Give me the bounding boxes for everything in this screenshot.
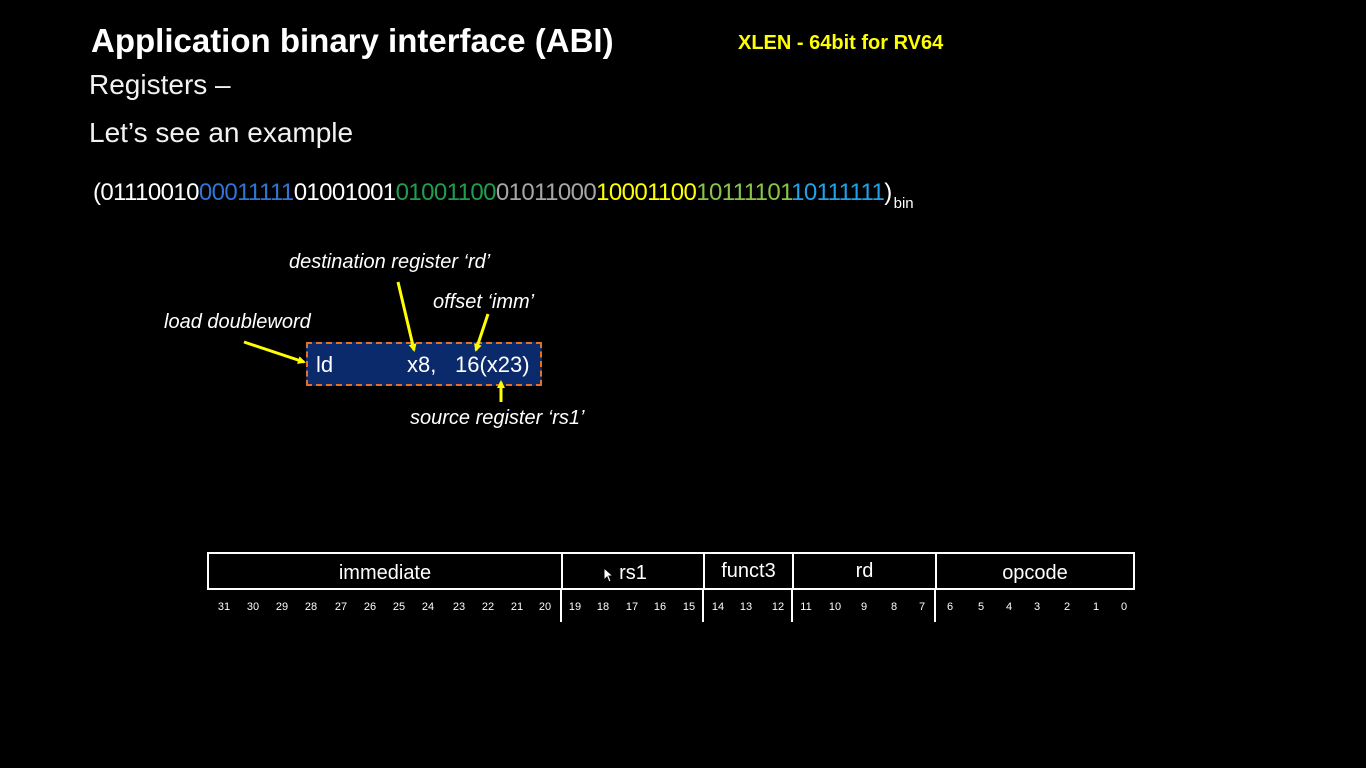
slide-title: Application binary interface (ABI) bbox=[91, 22, 614, 59]
bit-number: 29 bbox=[275, 601, 289, 613]
bit-number: 3 bbox=[1033, 601, 1041, 613]
bit-number: 20 bbox=[538, 601, 552, 613]
binary-byte: 01001001 bbox=[293, 179, 397, 206]
binary-byte: 10111101 bbox=[696, 179, 792, 206]
arrow-load-doubleword bbox=[243, 340, 306, 364]
bit-number: 11 bbox=[800, 601, 812, 613]
bit-number: 4 bbox=[1005, 601, 1013, 613]
bit-number: 27 bbox=[334, 601, 348, 613]
field-boundary-tick bbox=[702, 590, 704, 622]
bit-number: 1 bbox=[1092, 601, 1100, 613]
load-doubleword-label: load doubleword bbox=[164, 311, 311, 333]
arrow-destination-register bbox=[396, 281, 417, 352]
instruction-mnemonic: ld bbox=[316, 352, 334, 377]
slide-subtitle: Registers – bbox=[89, 69, 231, 100]
binary-byte: 10001100 bbox=[596, 179, 697, 206]
field-boundary-tick bbox=[791, 590, 793, 622]
instruction-format-table: immediate rs1 funct3 rd opcode bbox=[207, 552, 1135, 590]
bit-number: 16 bbox=[653, 601, 667, 613]
xlen-note: XLEN - 64bit for RV64 bbox=[738, 32, 944, 54]
instruction-box bbox=[306, 342, 542, 386]
bit-number: 19 bbox=[568, 601, 582, 613]
field-boundary-tick bbox=[560, 590, 562, 622]
bit-number: 21 bbox=[510, 601, 524, 613]
binary-byte: 10111111 bbox=[791, 179, 885, 206]
field-boundary-tick bbox=[934, 590, 936, 622]
bit-number: 0 bbox=[1120, 601, 1128, 613]
example-heading: Let’s see an example bbox=[89, 117, 354, 148]
field-opcode: opcode bbox=[1002, 562, 1068, 584]
bit-number: 17 bbox=[625, 601, 639, 613]
bit-number: 12 bbox=[771, 601, 785, 613]
binary-encoding: (011100100001111101001001010011000101100… bbox=[93, 179, 914, 212]
bit-number: 23 bbox=[452, 601, 466, 613]
binary-close-paren: ) bbox=[884, 179, 892, 206]
binary-segments: 0111001000011111010010010100110001011000… bbox=[100, 179, 884, 206]
source-register-label: source register ‘rs1’ bbox=[410, 407, 585, 429]
bit-number: 8 bbox=[890, 601, 898, 613]
bit-number: 2 bbox=[1063, 601, 1071, 613]
instruction-offset-base: 16(x23) bbox=[455, 352, 530, 377]
field-rd: rd bbox=[794, 554, 937, 588]
field-rs1: rs1 bbox=[563, 554, 705, 588]
bit-number: 9 bbox=[860, 601, 868, 613]
bit-number: 7 bbox=[918, 601, 926, 613]
instruction-rd: x8, bbox=[407, 352, 437, 377]
binary-subscript: bin bbox=[893, 195, 914, 212]
binary-byte: 01001100 bbox=[395, 179, 497, 206]
bit-number: 14 bbox=[711, 601, 725, 613]
binary-byte: 01110010 bbox=[100, 179, 199, 206]
bit-number: 31 bbox=[217, 601, 231, 613]
bit-number: 5 bbox=[977, 601, 985, 613]
offset-label: offset ‘imm’ bbox=[433, 291, 535, 313]
binary-byte: 00011111 bbox=[198, 179, 294, 206]
bit-number: 26 bbox=[363, 601, 377, 613]
bit-number: 10 bbox=[828, 601, 842, 613]
bit-number: 28 bbox=[304, 601, 318, 613]
bit-number: 24 bbox=[421, 601, 435, 613]
bit-number: 15 bbox=[682, 601, 696, 613]
field-immediate: immediate bbox=[209, 554, 563, 588]
binary-open-paren: ( bbox=[93, 179, 101, 206]
bit-number: 6 bbox=[946, 601, 954, 613]
bit-number: 13 bbox=[739, 601, 753, 613]
field-funct3: funct3 bbox=[705, 554, 794, 588]
bit-number: 18 bbox=[596, 601, 610, 613]
bit-number: 22 bbox=[481, 601, 495, 613]
bit-number: 25 bbox=[392, 601, 406, 613]
destination-register-label: destination register ‘rd’ bbox=[289, 251, 491, 273]
bit-number: 30 bbox=[246, 601, 260, 613]
binary-byte: 01011000 bbox=[495, 179, 597, 206]
mouse-pointer-icon bbox=[603, 567, 615, 583]
